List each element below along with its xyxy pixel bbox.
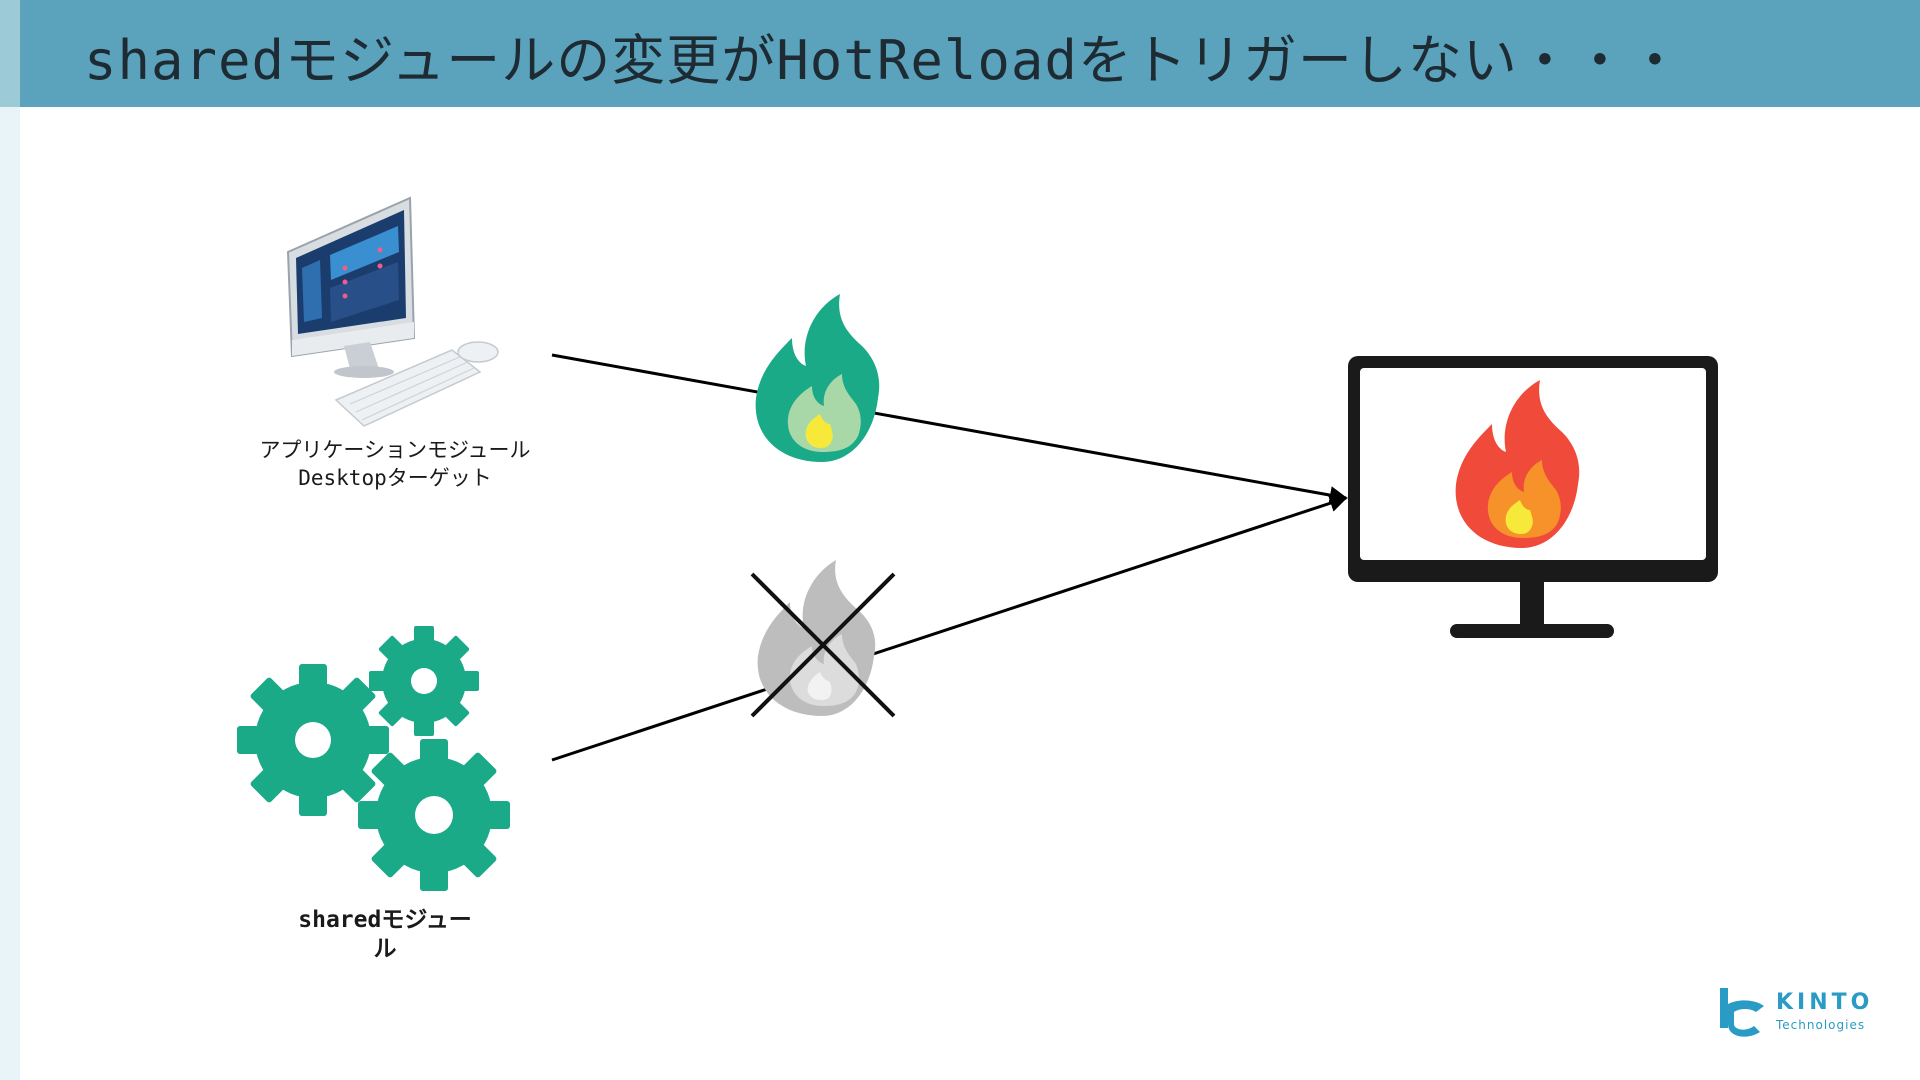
app-module-label: アプリケーションモジュール Desktopターゲット [230,436,560,492]
shared-module-label-line1: sharedモジュー [298,907,472,933]
kinto-logo-mark-icon [1720,988,1764,1037]
gray-fire-crossed-icon [750,560,896,718]
desktop-computer-icon [286,196,499,427]
app-module-label-line2: Desktopターゲット [298,466,492,490]
shared-module-label: sharedモジュー ル [270,906,500,964]
header-accent [0,0,20,107]
red-fire-icon [1455,380,1580,548]
gear-small-top-icon [369,626,479,736]
shared-module-label-line2: ル [373,936,397,962]
gear-large-bottom-icon [358,739,510,891]
app-module-label-line1: アプリケーションモジュール [259,438,531,462]
left-edge-strip [0,0,20,1080]
edge-shared-to-display [551,494,1348,762]
cross-mark-b [750,572,896,718]
gears-icon [237,626,510,891]
slide-header: sharedモジュールの変更がHotReloadをトリガーしない・・・ [20,0,1920,107]
kinto-logo: KINTO Technologies [1716,984,1876,1040]
kinto-logo-word: KINTO [1776,990,1874,1015]
green-fire-icon [755,294,880,462]
gear-large-left-icon [237,664,389,816]
kinto-logo-sub: Technologies [1776,1018,1866,1032]
slide-title: sharedモジュールの変更がHotReloadをトリガーしない・・・ [84,29,1683,92]
edge-app-to-display [551,353,1348,504]
